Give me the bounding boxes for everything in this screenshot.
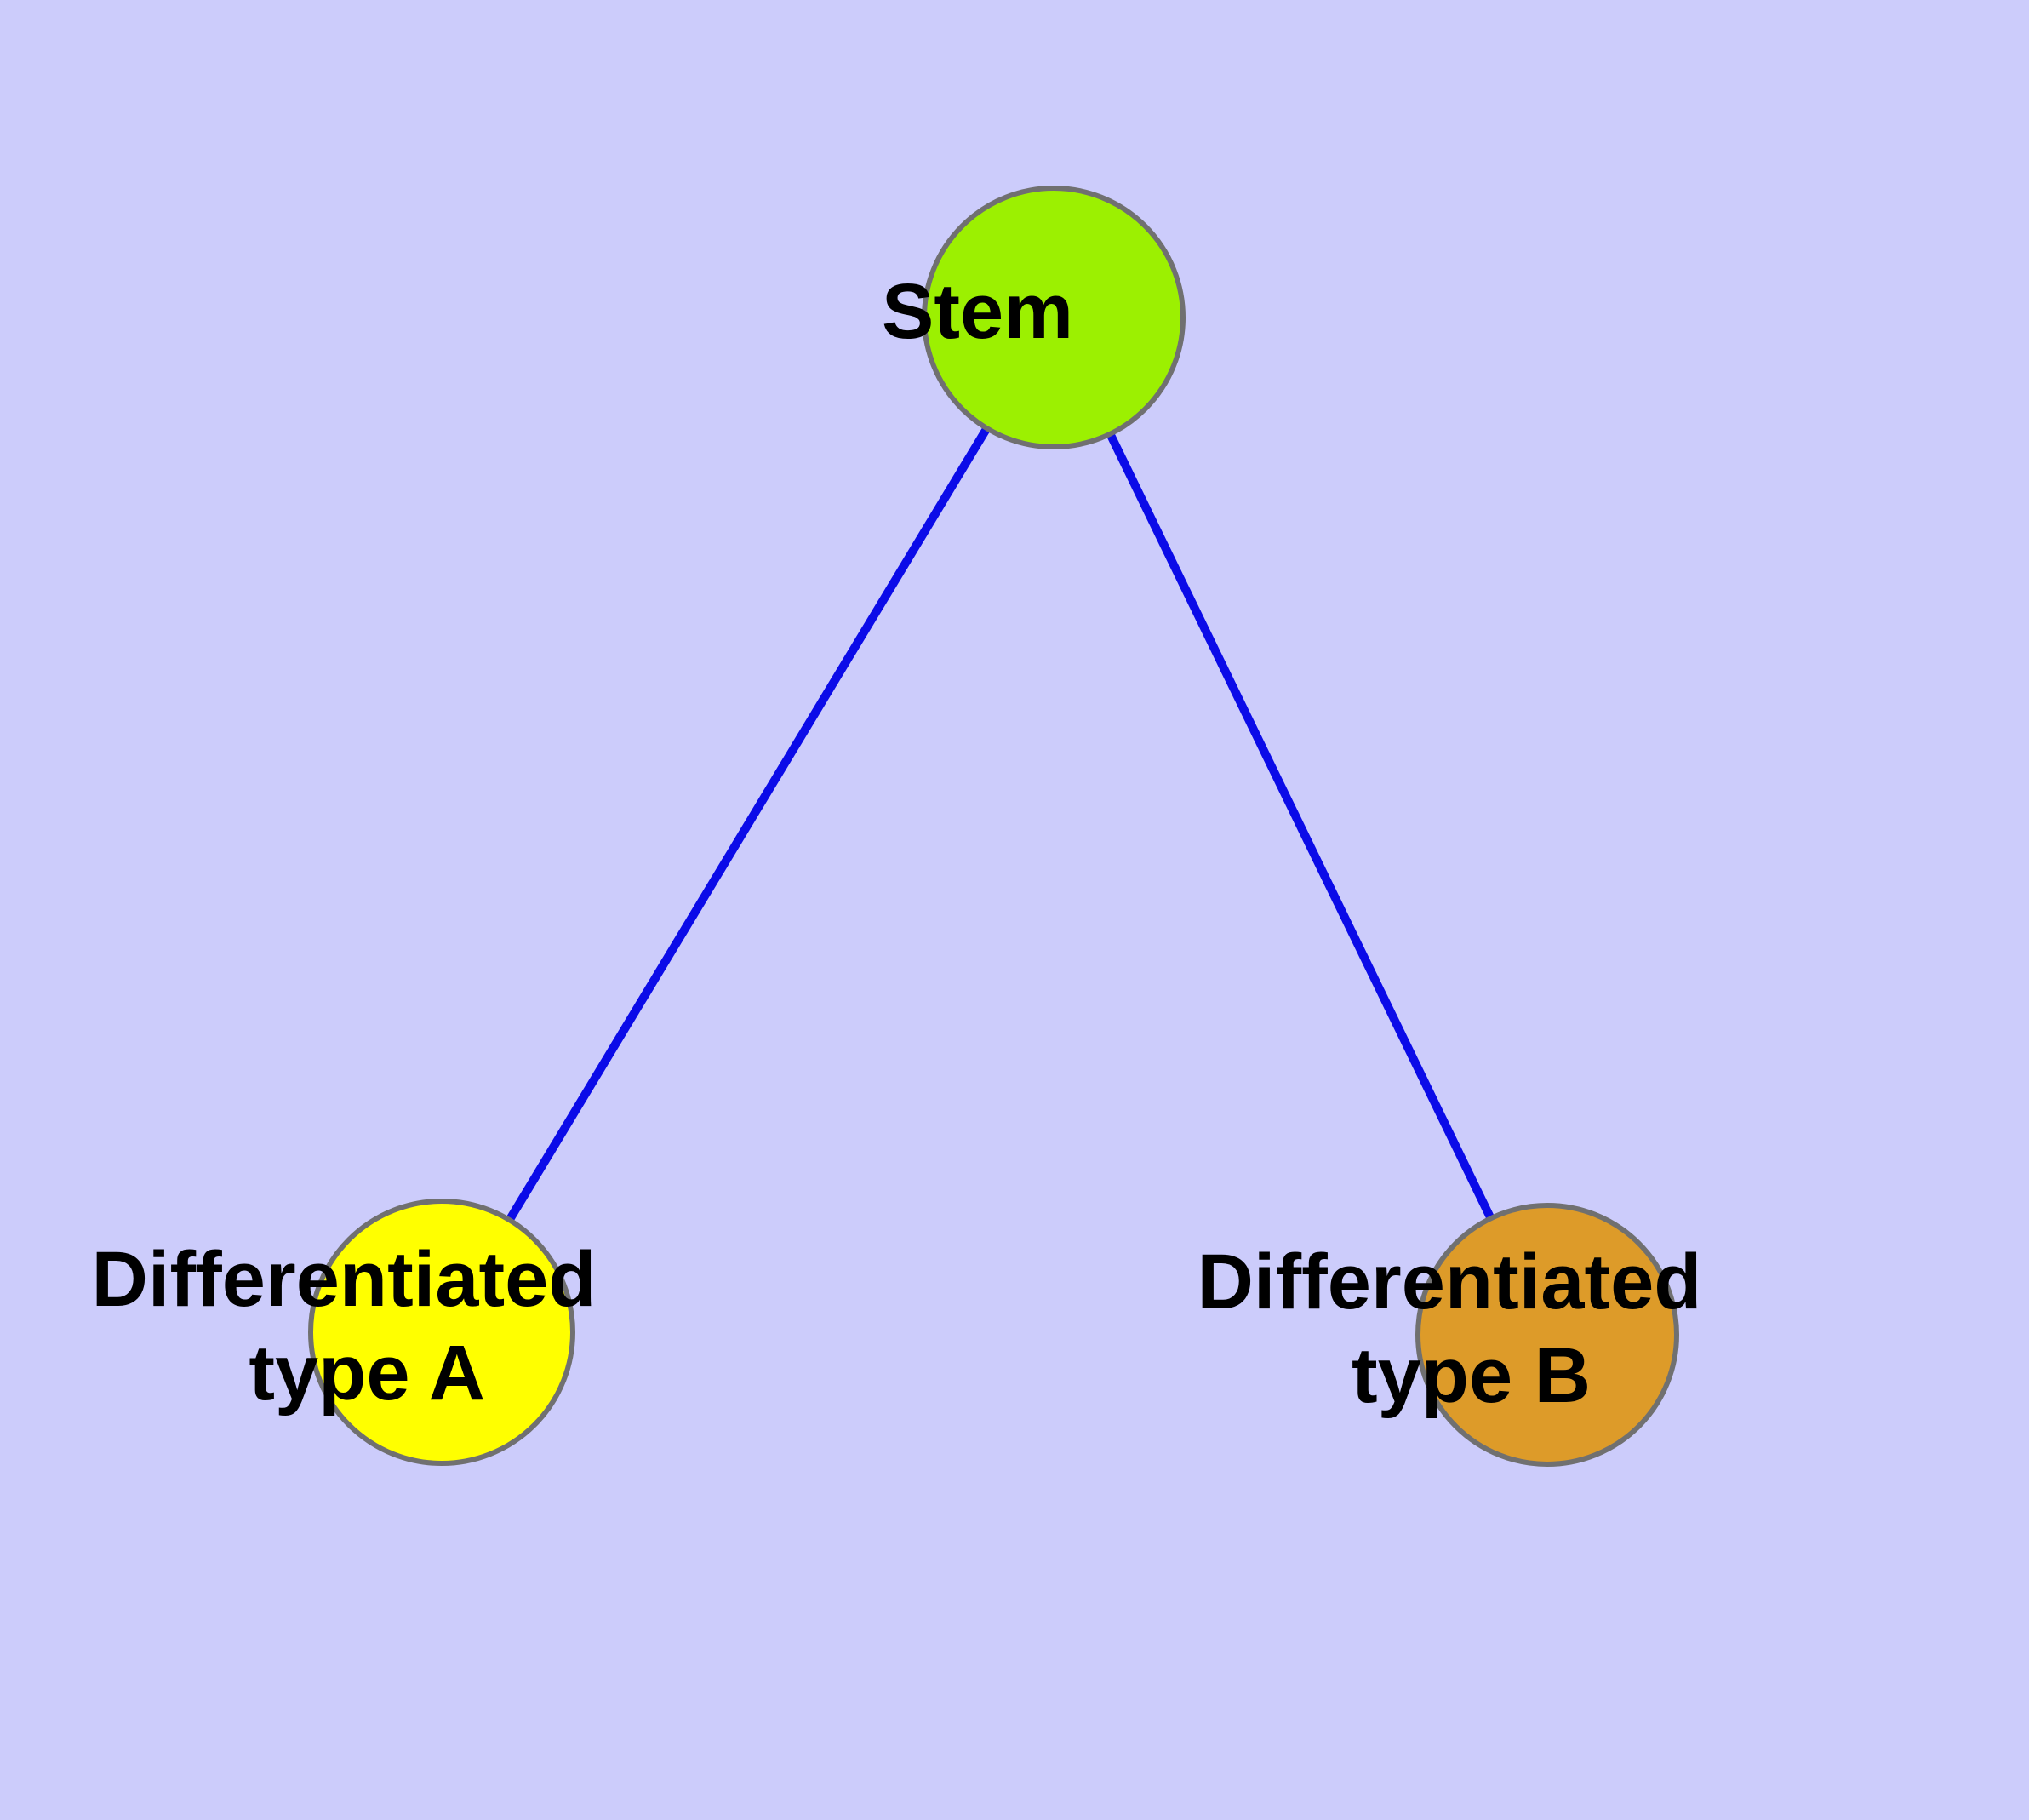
edges-group — [437, 315, 1552, 1337]
node-label-a-line2: type A — [249, 1330, 483, 1417]
labels-group: Stem Differentiated type A Differentiate… — [91, 0, 1897, 1419]
node-differentiated-type-b[interactable] — [1415, 1203, 1679, 1467]
node-label-b-line1: Differentiated — [1197, 1239, 1701, 1325]
node-label-stem-line1: Stem — [882, 268, 1073, 355]
node-stem[interactable] — [922, 186, 1186, 449]
nodes-group — [308, 186, 1679, 1467]
node-differentiated-type-a[interactable] — [308, 1199, 575, 1466]
edge-stem-to-differentiated-type-a[interactable] — [437, 315, 1058, 1335]
edge-stem-to-differentiated-type-b[interactable] — [1049, 315, 1552, 1337]
node-label-b-line2: type B — [1352, 1332, 1591, 1419]
node-label-differentiated-type-a: Differentiated type A — [91, 0, 792, 1417]
node-label-differentiated-type-b: Differentiated type B — [1197, 0, 1897, 1419]
node-label-stem: Stem — [882, 0, 1226, 355]
node-label-a-line1: Differentiated — [91, 1236, 596, 1323]
